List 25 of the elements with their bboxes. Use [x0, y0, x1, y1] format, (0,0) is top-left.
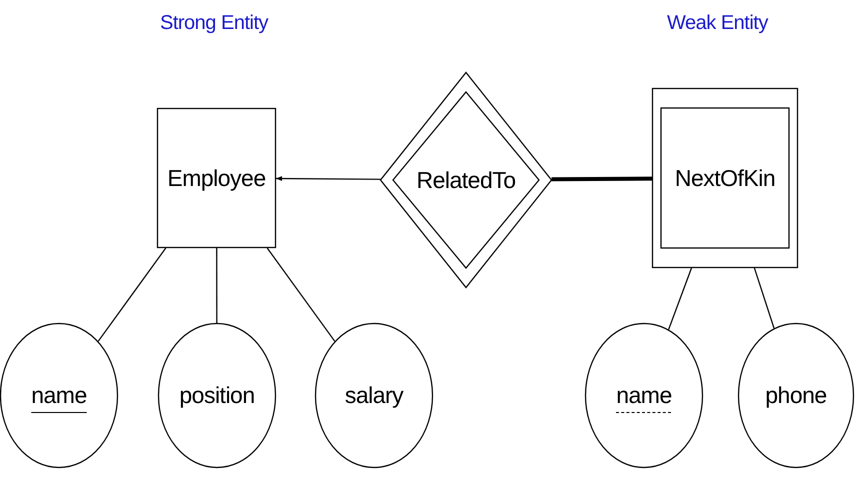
weak-entity-box: [652, 88, 798, 268]
heading-label: Weak Entity: [667, 12, 768, 35]
relationship-name: RelatedTo: [416, 166, 516, 194]
attribute-name: name: [616, 382, 672, 409]
heading-label: Strong Entity: [160, 12, 268, 35]
connector-line: [266, 248, 336, 342]
attribute-ellipse: [315, 323, 433, 468]
entity-box: [157, 108, 276, 248]
attribute-name: salary: [344, 382, 404, 409]
entity-name: Employee: [167, 164, 266, 192]
connector-line: [216, 248, 218, 323]
attribute-ellipse: [738, 323, 854, 468]
attribute-name: name: [31, 382, 87, 409]
attribute-name: phone: [765, 382, 827, 409]
relationship-diamond: [380, 72, 552, 288]
attribute-ellipse: [158, 323, 276, 468]
connector-line: [668, 268, 692, 330]
attribute-ellipse: [585, 323, 703, 468]
connector-line: [98, 248, 166, 342]
connector-line: [754, 268, 775, 329]
connector-line: [551, 176, 652, 182]
attribute-name: position: [179, 382, 255, 409]
entity-name: NextOfKin: [674, 164, 776, 192]
attribute-ellipse: [0, 323, 118, 468]
arrow: [276, 176, 380, 181]
